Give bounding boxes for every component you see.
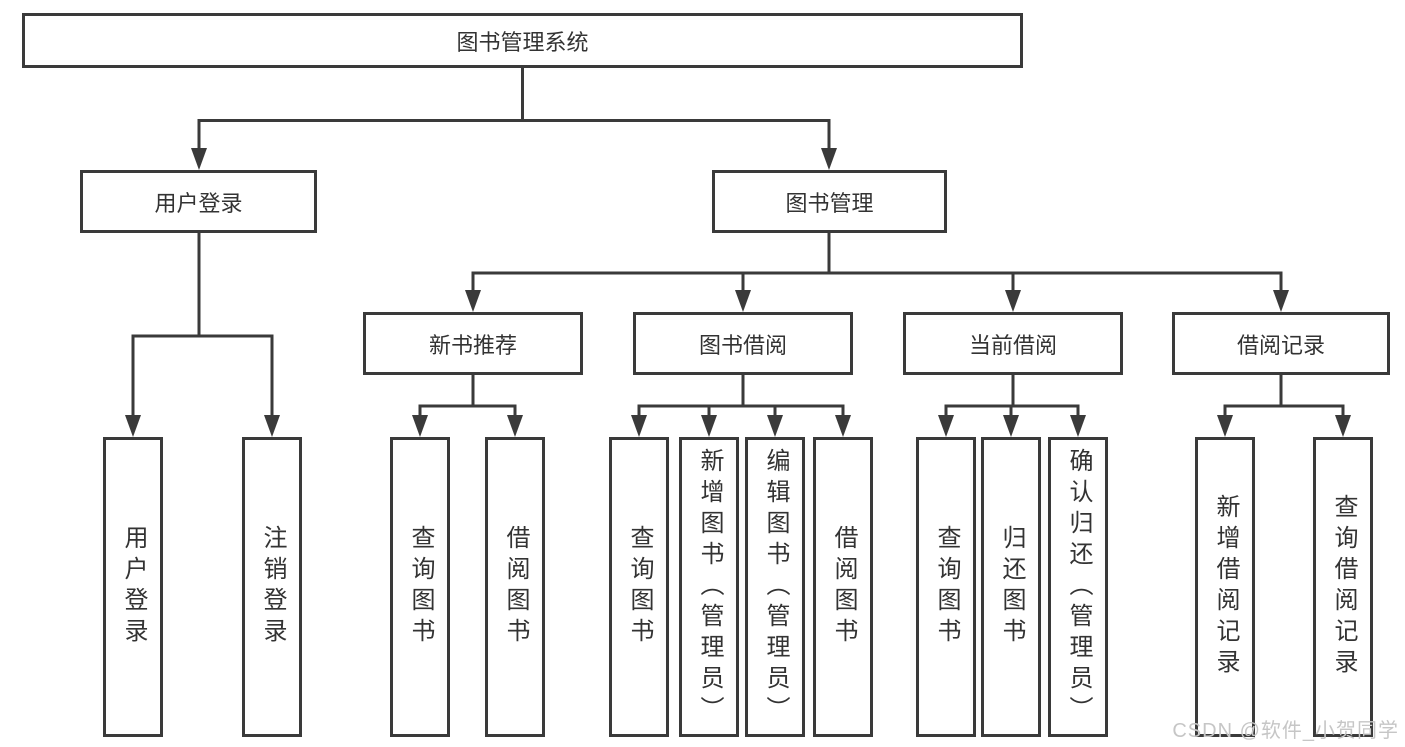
node-query-books-borrow: 查询图书 <box>609 437 669 737</box>
node-label: 借阅图书 <box>830 525 857 649</box>
edges-current-borrow-branch <box>938 375 1086 437</box>
node-borrow-records: 借阅记录 <box>1172 312 1390 375</box>
node-label: 借阅图书 <box>502 525 529 649</box>
node-logout: 注销登录 <box>242 437 302 737</box>
edges-book-management-branch <box>465 233 1289 312</box>
node-query-books-current: 查询图书 <box>916 437 976 737</box>
node-label: 查询借阅记录 <box>1330 494 1357 680</box>
node-edit-book-admin: 编辑图书（管理员） <box>745 437 805 737</box>
node-borrow-books-recommend: 借阅图书 <box>485 437 545 737</box>
csdn-watermark: CSDN @软件_小贺同学 <box>1172 720 1399 742</box>
node-book-borrow: 图书借阅 <box>633 312 853 375</box>
node-current-borrow: 当前借阅 <box>903 312 1123 375</box>
node-library-management-system: 图书管理系统 <box>22 13 1023 68</box>
node-query-books-recommend: 查询图书 <box>390 437 450 737</box>
node-add-book-admin: 新增图书（管理员） <box>679 437 739 737</box>
node-label: 新增借阅记录 <box>1212 494 1239 680</box>
edges-user-login-branch <box>125 233 280 437</box>
node-label: 注销登录 <box>259 525 286 649</box>
node-new-book-recommend: 新书推荐 <box>363 312 583 375</box>
node-label: 查询图书 <box>407 525 434 649</box>
node-borrow-books: 借阅图书 <box>813 437 873 737</box>
node-return-book: 归还图书 <box>981 437 1041 737</box>
node-label: 确认归还（管理员） <box>1065 447 1092 727</box>
node-user-login-leaf: 用户登录 <box>103 437 163 737</box>
edges-book-borrow-branch <box>631 375 851 437</box>
edges-root-to-level2 <box>191 68 837 170</box>
node-confirm-return-admin: 确认归还（管理员） <box>1048 437 1108 737</box>
node-user-login: 用户登录 <box>80 170 317 233</box>
node-label: 归还图书 <box>998 525 1025 649</box>
node-label: 编辑图书（管理员） <box>762 447 789 727</box>
node-label: 查询图书 <box>626 525 653 649</box>
node-query-borrow-record: 查询借阅记录 <box>1313 437 1373 737</box>
node-label: 新增图书（管理员） <box>696 447 723 727</box>
edges-new-book-recommend-branch <box>412 375 523 437</box>
node-add-borrow-record: 新增借阅记录 <box>1195 437 1255 737</box>
edges-borrow-records-branch <box>1217 375 1351 437</box>
node-label: 用户登录 <box>120 525 147 649</box>
node-book-management: 图书管理 <box>712 170 947 233</box>
node-label: 查询图书 <box>933 525 960 649</box>
